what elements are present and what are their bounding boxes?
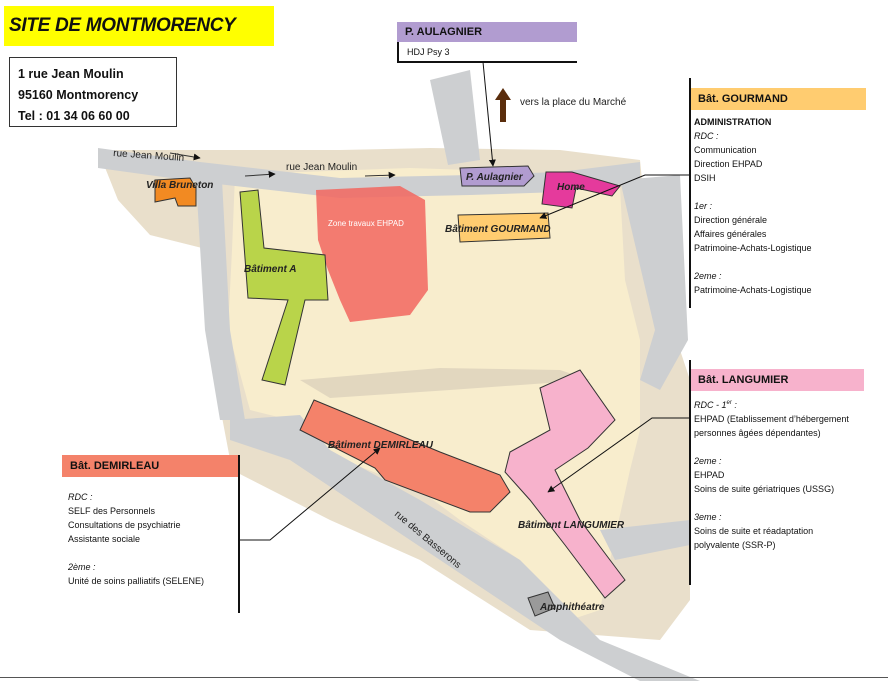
gourmand-label: Bâtiment GOURMAND [445, 224, 551, 235]
aulagnier-label: P. Aulagnier [466, 172, 524, 183]
address-phone: Tel : 01 34 06 60 00 [18, 109, 130, 123]
road-southeast [600, 520, 690, 560]
arrow-icon [169, 152, 201, 161]
villa-bruneton-label: Villa Bruneton [146, 180, 213, 191]
langumier-leader [547, 417, 690, 493]
address-box: 1 rue Jean Moulin 95160 Montmorency Tel … [9, 57, 177, 127]
aulagnier-building[interactable] [459, 165, 535, 187]
home-label: Home [557, 182, 585, 193]
arrow-icon [364, 171, 396, 179]
north-arrow-icon [495, 88, 511, 122]
amphitheatre-building[interactable] [527, 591, 556, 617]
bottom-rule [0, 677, 888, 678]
panel-demirleau-body: RDC : SELF des Personnels Consultations … [68, 492, 205, 586]
batiment-a-label: Bâtiment A [244, 264, 296, 275]
demirleau-label: Bâtiment DEMIRLEAU [328, 440, 434, 451]
batiment-a-building[interactable] [239, 189, 329, 386]
arrow-icon [244, 170, 276, 178]
road-basserons [230, 415, 700, 681]
road-north [430, 70, 480, 165]
road-east [620, 175, 688, 390]
direction-label-marche: vers la place du Marché [520, 97, 627, 108]
gourmand-leader [539, 174, 690, 219]
street-label-jean-moulin-left: rue Jean Moulin [113, 148, 185, 164]
address-line1: 1 rue Jean Moulin [18, 67, 124, 81]
zone-travaux-ehpad [316, 186, 428, 322]
panel-langumier-body: RDC - 1er : EHPAD (Etablissement d’héber… [694, 400, 849, 550]
panel-langumier-title: Bât. LANGUMIER [690, 369, 864, 391]
address-line2: 95160 Montmorency [18, 88, 139, 102]
panel-gourmand-body: ADMINISTRATION RDC : Communication Direc… [694, 117, 812, 295]
langumier-building[interactable] [504, 369, 626, 599]
demirleau-building[interactable] [299, 399, 511, 513]
panel-aulagnier-body: HDJ Psy 3 [407, 47, 450, 57]
road-inner [300, 368, 590, 398]
villa-bruneton-building[interactable] [154, 177, 197, 207]
gourmand-building[interactable] [457, 212, 551, 243]
road-west [196, 180, 245, 420]
street-label-jean-moulin-center: rue Jean Moulin [286, 162, 357, 173]
langumier-label: Bâtiment LANGUMIER [518, 520, 625, 531]
home-building[interactable] [541, 171, 621, 209]
amphitheatre-label: Amphithéatre [539, 602, 605, 613]
demirleau-leader [238, 447, 381, 541]
aulagnier-leader [482, 61, 496, 167]
zone-travaux-label: Zone travaux EHPAD [328, 219, 404, 228]
panel-demirleau-title: Bât. DEMIRLEAU [62, 455, 238, 477]
panel-aulagnier-title: P. AULAGNIER [397, 22, 577, 42]
site-title: SITE DE MONTMORENCY [4, 6, 274, 46]
panel-gourmand-title: Bât. GOURMAND [690, 88, 866, 110]
